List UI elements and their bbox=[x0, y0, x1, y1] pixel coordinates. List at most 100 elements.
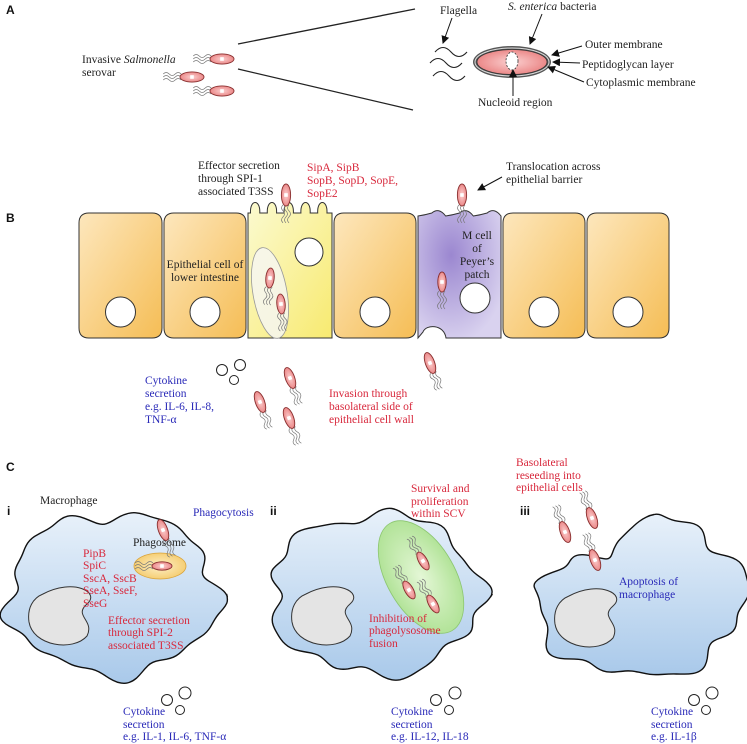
species-italic: S. enterica bbox=[508, 1, 557, 13]
flagellum-icon bbox=[419, 580, 430, 597]
macrophage-i bbox=[0, 512, 229, 685]
bacterium-nucleoid bbox=[562, 529, 568, 535]
bacterium-icon bbox=[192, 53, 235, 65]
flagellum-icon bbox=[432, 372, 440, 390]
nucleus bbox=[105, 296, 136, 328]
m-cell-line2: of bbox=[472, 243, 482, 255]
bacterium-nucleoid bbox=[286, 415, 292, 421]
bacterium-icon bbox=[263, 267, 275, 306]
flagellum-icon bbox=[259, 412, 267, 430]
bacterium-nucleoid bbox=[406, 587, 412, 593]
reseeding-line2: reseeding into bbox=[516, 470, 581, 482]
flagellum-icon bbox=[437, 290, 441, 310]
flagellum-icon bbox=[443, 290, 447, 310]
bacterium-icon bbox=[392, 564, 416, 600]
flagellum-icon bbox=[582, 491, 590, 509]
flagellum-icon bbox=[552, 506, 560, 524]
flagellum-icon bbox=[162, 72, 182, 76]
cytokine-ii-line2: secretion bbox=[391, 719, 433, 731]
flagellum-icon bbox=[416, 581, 427, 598]
effector-spi2-line3: associated T3SS bbox=[108, 640, 184, 652]
flagellum-icon bbox=[460, 204, 464, 224]
serovar-label: serovar bbox=[82, 67, 116, 79]
epithelial-cell bbox=[163, 212, 247, 339]
spi2-effector-3: SscA, SscB bbox=[83, 573, 137, 585]
epithelial-cell bbox=[586, 212, 670, 339]
cytokine-iii-line1: Cytokine bbox=[651, 706, 693, 718]
bacterium-icon bbox=[437, 271, 447, 310]
flagellum-icon bbox=[409, 537, 420, 554]
cytoplasmic-membrane-label: Cytoplasmic membrane bbox=[586, 77, 696, 89]
effector-spi2-line1: Effector secretion bbox=[108, 615, 190, 627]
panel-a: A Invasive Salmonella serovar Flagella S… bbox=[6, 1, 696, 111]
bacterium-nucleoid bbox=[160, 564, 164, 568]
zoom-line-bottom bbox=[237, 68, 414, 111]
flagellum-icon bbox=[192, 60, 212, 64]
invasive-serovar-label: Invasive Salmonella bbox=[82, 54, 176, 66]
bacterium-icon bbox=[456, 183, 468, 224]
reseeding-line3: epithelial cells bbox=[516, 482, 583, 494]
nucleus bbox=[528, 296, 560, 328]
flagellum-icon bbox=[429, 373, 437, 391]
panel-c: C i Macrophage Phagocytosis Phagosome Pi… bbox=[0, 457, 747, 743]
bacterium-nucleoid bbox=[427, 360, 433, 366]
flagellum-icon bbox=[588, 532, 596, 550]
flagellum-icon bbox=[397, 564, 408, 581]
salmonella-italic: Salmonella bbox=[124, 54, 176, 66]
bacterium-icon bbox=[156, 519, 176, 558]
flagellum-icon bbox=[134, 567, 154, 571]
cytokine-b-line2: secretion bbox=[145, 388, 187, 400]
panel-b-label: B bbox=[6, 211, 15, 225]
nucleus bbox=[189, 296, 221, 328]
epithelial-line1: Epithelial cell of bbox=[167, 259, 244, 271]
flagellum-icon bbox=[558, 504, 566, 522]
flagellum-icon bbox=[294, 426, 302, 444]
panel-a-label: A bbox=[6, 3, 15, 17]
m-cell-line1: M cell bbox=[462, 230, 492, 242]
survival-line3: within SCV bbox=[411, 508, 466, 520]
epithelial-cell bbox=[502, 212, 586, 339]
macrophage-nucleus bbox=[554, 588, 618, 648]
flagellum-icon bbox=[585, 490, 593, 508]
bacterium-nucleoid bbox=[284, 193, 288, 197]
flagellum-icon bbox=[162, 75, 182, 79]
bacterium-icon bbox=[283, 367, 303, 406]
bacterium-icon bbox=[423, 352, 443, 391]
species-label: S. enterica bacteria bbox=[508, 1, 596, 13]
invasion-line1: Invasion through bbox=[329, 388, 408, 400]
nucleus bbox=[359, 296, 391, 328]
m-cell-line3: Peyer’s bbox=[460, 256, 495, 268]
bacterium-icon bbox=[552, 504, 572, 543]
epithelial-cell bbox=[78, 212, 163, 339]
apoptosis-line1: Apoptosis of bbox=[619, 576, 678, 588]
bacterium-icon bbox=[134, 561, 173, 571]
numeral-i: i bbox=[7, 504, 10, 518]
bacterium-nucleoid bbox=[589, 515, 595, 521]
flagellum-icon bbox=[277, 313, 282, 332]
flagellum-icon bbox=[165, 539, 173, 557]
flagellum-icon bbox=[284, 204, 288, 224]
effector-spi2-line2: through SPI-2 bbox=[108, 627, 173, 639]
cytokine-i-line3: e.g. IL-1, IL-6, TNF-α bbox=[123, 731, 226, 743]
invasion-line2: basolateral side of bbox=[329, 401, 413, 413]
flagellum-icon bbox=[582, 534, 590, 552]
flagellum-icon bbox=[421, 578, 432, 595]
bacterium-nucleoid bbox=[190, 75, 194, 79]
flagellum-icon bbox=[269, 286, 274, 306]
cytokine-c-icons bbox=[161, 686, 719, 715]
bacterium-nucleoid bbox=[592, 557, 598, 563]
scv-shape bbox=[377, 520, 465, 634]
inhibition-line2: phagolysosome bbox=[369, 625, 441, 637]
cytokine-iii-line2: secretion bbox=[651, 719, 693, 731]
flagella-icon bbox=[429, 46, 468, 82]
cytokine-i-line1: Cytokine bbox=[123, 706, 165, 718]
flagellum-icon bbox=[280, 312, 285, 332]
vacuole-shape bbox=[251, 247, 289, 339]
spi2-effector-2: SpiC bbox=[83, 560, 106, 572]
cytokine-ii-line1: Cytokine bbox=[391, 706, 433, 718]
bacterium-icon bbox=[162, 71, 205, 83]
cytokine-b-icon bbox=[216, 359, 246, 385]
flagella-label: Flagella bbox=[440, 5, 477, 17]
apoptosis-line2: macrophage bbox=[619, 589, 675, 601]
